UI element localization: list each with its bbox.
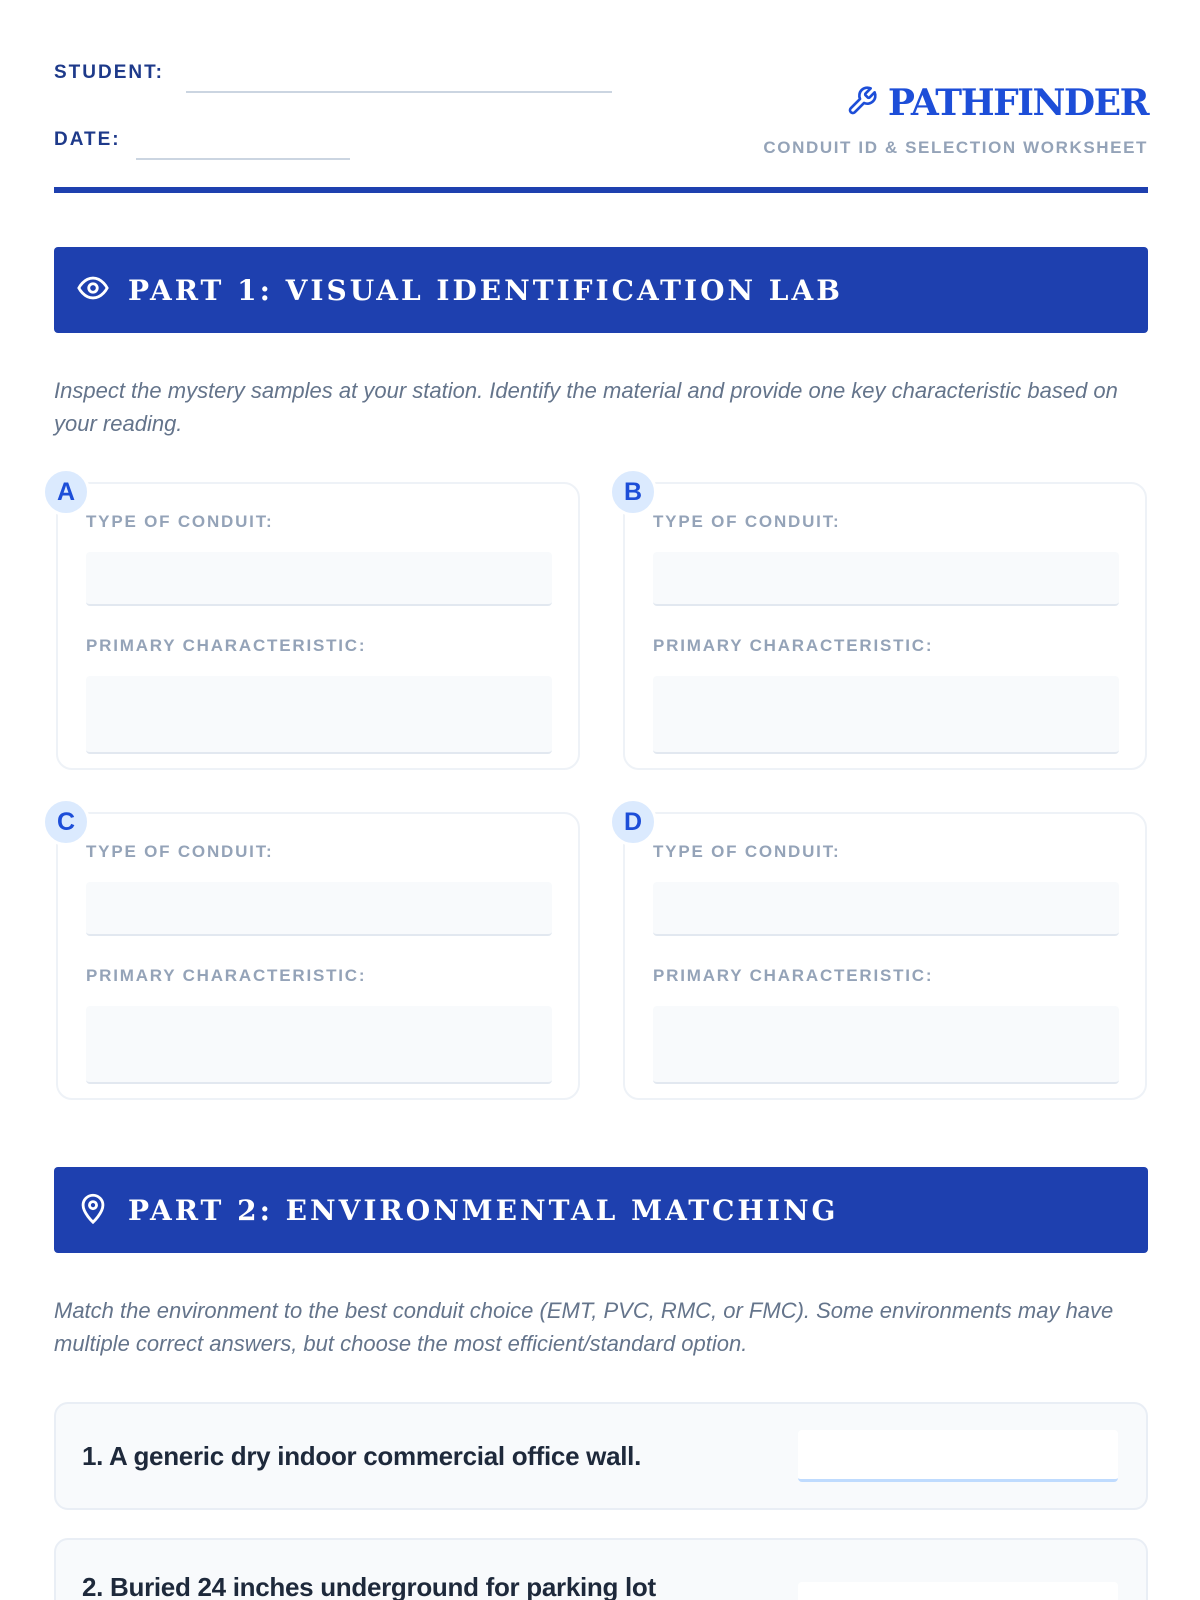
matching-answer-input[interactable] [798,1430,1118,1482]
map-pin-icon [76,1191,110,1230]
part2-instructions: Match the environment to the best condui… [54,1298,1114,1356]
characteristic-label: PRIMARY CHARACTERISTIC: [653,636,934,655]
characteristic-input[interactable] [86,676,552,754]
date-field[interactable] [136,158,350,160]
characteristic-input[interactable] [86,1006,552,1084]
type-input[interactable] [86,882,552,936]
part1-header: PART 1: VISUAL IDENTIFICATION LAB [54,247,1148,333]
type-input[interactable] [653,552,1119,606]
sample-card-d: D TYPE OF CONDUIT: PRIMARY CHARACTERISTI… [609,798,1147,1100]
type-label: TYPE OF CONDUIT: [653,512,841,531]
part1-title: PART 1: VISUAL IDENTIFICATION LAB [128,273,843,307]
student-label: STUDENT: [54,62,164,83]
characteristic-input[interactable] [653,1006,1119,1084]
eye-icon [76,271,110,310]
date-label: DATE: [54,129,121,150]
sample-badge: B [609,468,657,516]
matching-answer-input[interactable] [798,1582,1118,1600]
worksheet-subtitle: CONDUIT ID & SELECTION WORKSHEET [763,138,1148,157]
part2-header: PART 2: ENVIRONMENTAL MATCHING [54,1167,1148,1253]
header-divider [54,187,1148,193]
part2-title: PART 2: ENVIRONMENTAL MATCHING [128,1193,839,1227]
sample-card-b: B TYPE OF CONDUIT: PRIMARY CHARACTERISTI… [609,468,1147,770]
sample-card-a: A TYPE OF CONDUIT: PRIMARY CHARACTERISTI… [42,468,580,770]
type-label: TYPE OF CONDUIT: [86,512,274,531]
wrench-icon [846,85,878,122]
matching-item-text: 2. Buried 24 inches underground for park… [82,1572,656,1600]
brand-logo: PATHFINDER [846,82,1150,124]
characteristic-label: PRIMARY CHARACTERISTIC: [86,636,367,655]
characteristic-label: PRIMARY CHARACTERISTIC: [653,966,934,985]
characteristic-input[interactable] [653,676,1119,754]
student-name-field[interactable] [186,91,612,93]
type-label: TYPE OF CONDUIT: [86,842,274,861]
characteristic-label: PRIMARY CHARACTERISTIC: [86,966,367,985]
sample-badge: A [42,468,90,516]
type-label: TYPE OF CONDUIT: [653,842,841,861]
part1-instructions: Inspect the mystery samples at your stat… [54,378,1118,436]
matching-item: 1. A generic dry indoor commercial offic… [54,1402,1148,1510]
type-input[interactable] [86,552,552,606]
matching-item: 2. Buried 24 inches underground for park… [54,1538,1148,1600]
matching-item-text: 1. A generic dry indoor commercial offic… [82,1440,642,1471]
sample-card-c: C TYPE OF CONDUIT: PRIMARY CHARACTERISTI… [42,798,580,1100]
type-input[interactable] [653,882,1119,936]
sample-badge: D [609,798,657,846]
brand-name: PATHFINDER [887,82,1150,124]
sample-badge: C [42,798,90,846]
